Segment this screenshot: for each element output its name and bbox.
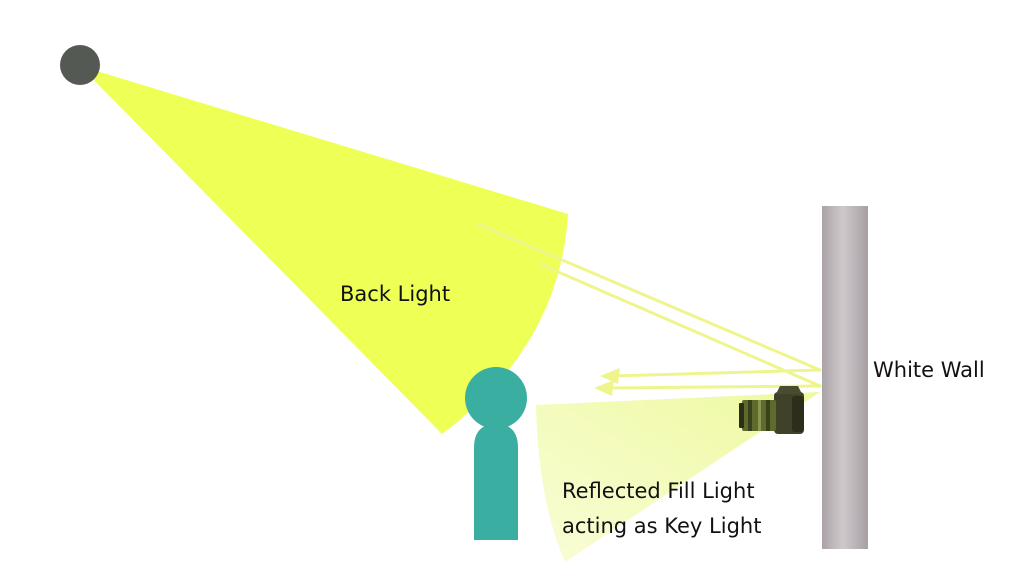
arrowhead-upper [600, 368, 620, 384]
camera-lens-ring-3 [766, 400, 770, 431]
camera-grip [792, 396, 804, 432]
back-light-beam [80, 66, 568, 434]
camera-lens-front [739, 403, 744, 428]
subject-body [474, 424, 518, 540]
white-wall-label: White Wall [873, 358, 985, 382]
fill-light-label-line-2: acting as Key Light [562, 514, 762, 538]
reflected-arrow-line-upper [610, 368, 822, 378]
light-source-circle-icon [60, 45, 100, 85]
reflection-line-upper [476, 222, 822, 372]
camera-lens-ring-2 [758, 400, 761, 431]
dslr-camera-icon [739, 386, 804, 434]
person-silhouette-icon [465, 367, 527, 540]
subject-head [465, 367, 527, 429]
fill-light-label-line-1: Reflected Fill Light [562, 479, 755, 503]
camera-lens-ring-1 [748, 400, 752, 431]
back-light-label: Back Light [340, 282, 451, 306]
camera-top-hump [776, 386, 802, 394]
white-wall [822, 206, 868, 549]
reflected-fill-beam [536, 392, 820, 562]
arrowhead-lower [594, 380, 614, 396]
reflection-line-lower [538, 262, 822, 388]
